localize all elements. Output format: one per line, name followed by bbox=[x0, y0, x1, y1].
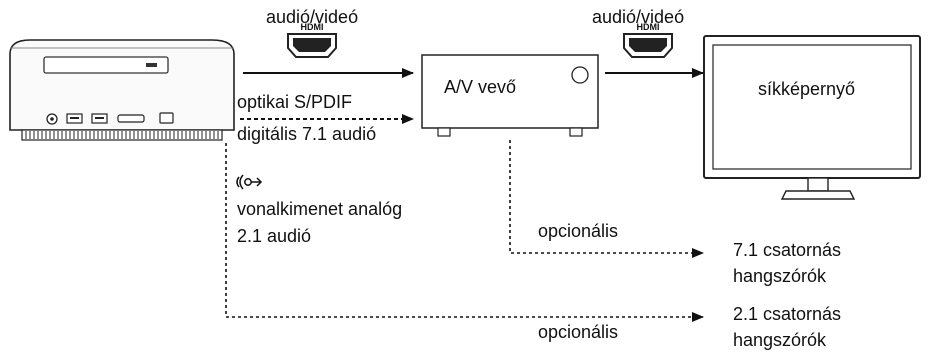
usb-port-icon bbox=[91, 113, 108, 124]
hdmi-connector-icon: HDMI bbox=[287, 22, 337, 58]
digital-71-audio-label: digitális 7.1 audió bbox=[237, 124, 377, 144]
av-receiver bbox=[421, 54, 599, 137]
receiver-to-71-speakers-line bbox=[509, 140, 704, 258]
headphone-jack-icon bbox=[46, 113, 58, 125]
speakers-71-label: 7.1 csatornás bbox=[733, 240, 842, 260]
receiver-foot bbox=[569, 127, 583, 137]
line-out-analog-label: vonalkimenet analóg bbox=[237, 199, 403, 219]
optional-label-bottom: opcionális bbox=[538, 322, 619, 342]
optional-label-top: opcionális bbox=[538, 221, 619, 241]
speakers-71-label-line2: hangszórók bbox=[733, 266, 827, 286]
optical-spdif-label: optikai S/PDIF bbox=[237, 92, 353, 112]
receiver-label: A/V vevő bbox=[444, 77, 517, 97]
hdmi-audio-video-label-left: audió/videó bbox=[266, 7, 359, 27]
display-label: síkképernyő bbox=[758, 79, 856, 99]
eject-button bbox=[146, 63, 157, 67]
lineout-to-21-speakers-line bbox=[225, 143, 704, 322]
receiver-foot bbox=[437, 127, 451, 137]
card-reader-slot-icon bbox=[117, 114, 145, 123]
svg-text:HDMI: HDMI bbox=[637, 22, 660, 32]
speakers-21-label: 2.1 csatornás bbox=[733, 304, 842, 324]
hdmi-audio-video-label-right: audió/videó bbox=[592, 7, 685, 27]
volume-knob bbox=[571, 66, 589, 84]
svg-text:HDMI: HDMI bbox=[301, 22, 324, 32]
speakers-21-label-line2: hangszórók bbox=[733, 330, 827, 350]
power-button bbox=[159, 112, 174, 124]
usb-port-icon bbox=[66, 113, 83, 124]
line-out-icon bbox=[236, 174, 263, 190]
optical-drive-slot bbox=[43, 56, 169, 74]
analog-21-audio-label: 2.1 audió bbox=[237, 226, 312, 246]
mini-pc bbox=[9, 39, 235, 141]
flat-panel-display bbox=[703, 35, 921, 200]
hdmi-connector-icon: HDMI bbox=[623, 22, 673, 58]
